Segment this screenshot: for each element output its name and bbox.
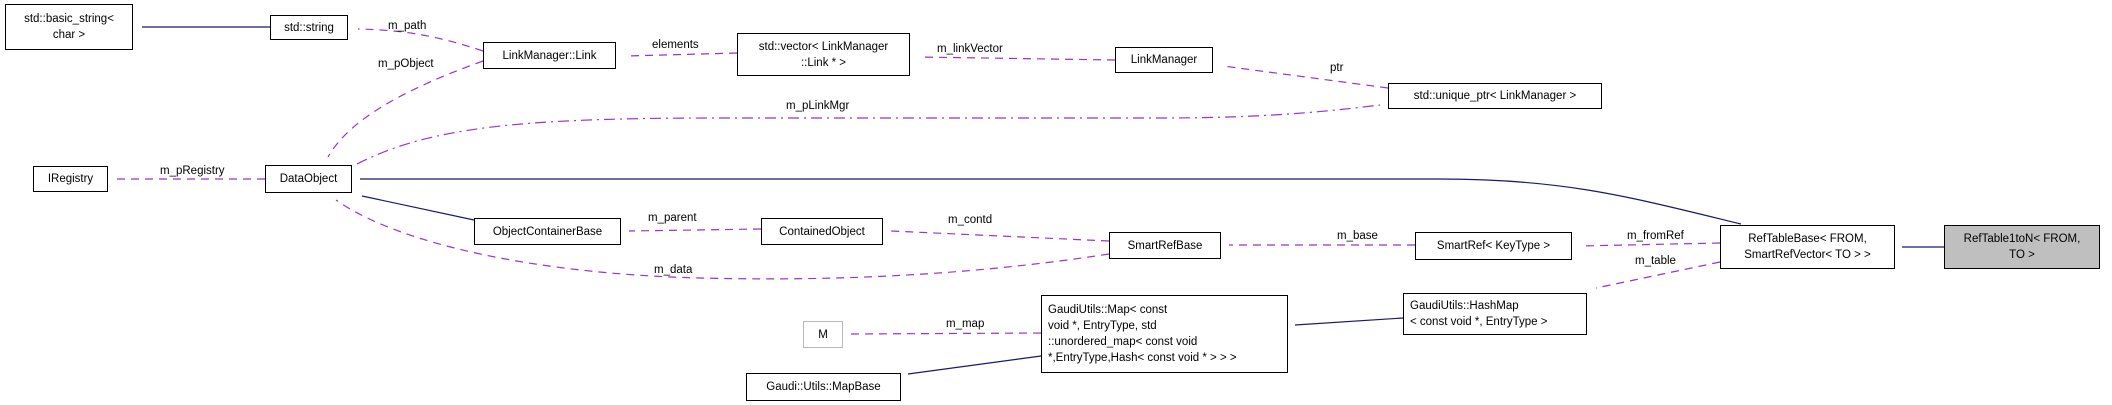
edge-ptr: [1222, 65, 1389, 89]
edge-elements: [625, 52, 738, 57]
edge-label-m-contd: m_contd: [948, 214, 993, 226]
edge-m-data: [335, 199, 1110, 280]
edge-label-m-parent: m_parent: [648, 212, 697, 224]
node-linkmanager[interactable]: LinkManager: [1115, 47, 1213, 73]
node-objectcontainerbase[interactable]: ObjectContainerBase: [474, 218, 621, 245]
edge-m-map: [850, 332, 1042, 335]
node-smartref-keytype[interactable]: SmartRef< KeyType >: [1415, 232, 1572, 260]
node-std-unique-ptr[interactable]: std::unique_ptr< LinkManager >: [1388, 83, 1602, 109]
edge-label-m-data: m_data: [654, 264, 693, 276]
node-linkmanager-link[interactable]: LinkManager::Link: [483, 42, 616, 69]
node-smartrefbase[interactable]: SmartRefBase: [1109, 232, 1221, 259]
edge-m-pobject: [327, 60, 484, 158]
node-iregistry[interactable]: IRegistry: [33, 166, 108, 192]
edge-hashmap-to-map: [1294, 317, 1404, 326]
edge-label-m-linkvector: m_linkVector: [937, 43, 1003, 55]
node-reftable1ton: RefTable1toN< FROM, TO >: [1944, 225, 2100, 269]
edge-label-ptr: ptr: [1330, 62, 1344, 74]
node-gaudiutils-map[interactable]: GaudiUtils::Map< const void *, EntryType…: [1041, 295, 1288, 373]
edge-label-m-map: m_map: [946, 318, 985, 330]
edge-m-fromref: [1579, 242, 1721, 247]
edge-map-to-mapbase: [907, 355, 1042, 375]
node-m: M: [803, 321, 843, 348]
edge-label-elements: elements: [652, 39, 699, 51]
edge-m-linkvector: [918, 56, 1116, 61]
node-gaudiutils-hashmap[interactable]: GaudiUtils::HashMap < const void *, Entr…: [1403, 293, 1587, 335]
node-reftablebase[interactable]: RefTableBase< FROM, SmartRefVector< TO >…: [1720, 225, 1895, 269]
edge-objectcontainerbase-to-dataobject: [361, 195, 475, 221]
edge-label-m-plinkmgr: m_pLinkMgr: [786, 100, 850, 112]
edge-label-m-base: m_base: [1337, 230, 1378, 242]
edge-m-contd: [890, 230, 1110, 242]
edge-m-parent: [628, 228, 762, 232]
node-std-basic-string[interactable]: std::basic_string< char >: [5, 4, 133, 50]
edge-m-plinkmgr: [356, 104, 1381, 165]
node-containedobject[interactable]: ContainedObject: [761, 218, 883, 245]
node-dataobject[interactable]: DataObject: [265, 165, 352, 193]
edge-label-m-path: m_path: [388, 20, 427, 32]
node-gaudi-utils-mapbase[interactable]: Gaudi::Utils::MapBase: [746, 373, 901, 401]
edge-label-m-pregistry: m_pRegistry: [160, 165, 225, 177]
node-std-vector-link[interactable]: std::vector< LinkManager ::Link * >: [737, 33, 910, 76]
edge-label-m-fromref: m_fromRef: [1627, 230, 1684, 242]
edge-label-m-table: m_table: [1635, 255, 1676, 267]
edge-label-m-pobject: m_pObject: [378, 58, 434, 70]
node-std-string[interactable]: std::string: [270, 15, 348, 40]
